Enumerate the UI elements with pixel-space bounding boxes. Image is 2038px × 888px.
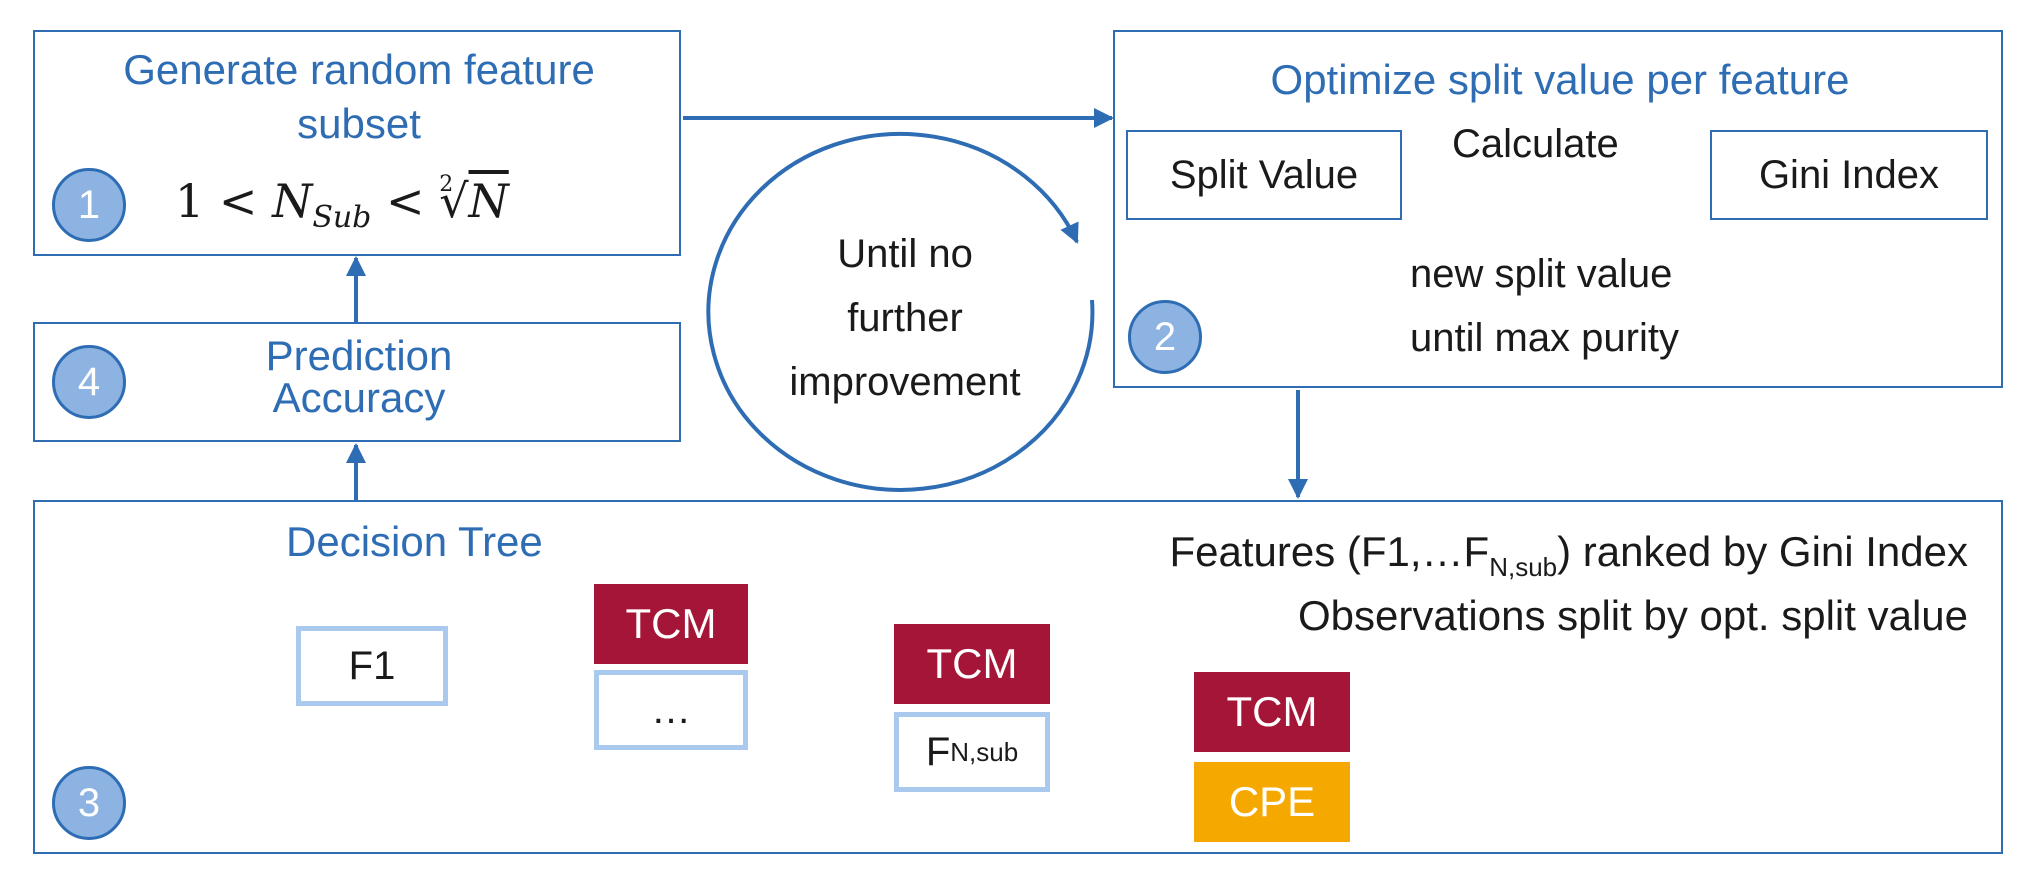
step1-title-line1: Generate random feature: [123, 46, 595, 93]
iteration-loop-arc: [706, 131, 1095, 492]
tree-leaf-tcm: TCM: [894, 624, 1050, 704]
formula-rad-var: N: [468, 174, 509, 228]
features-suffix: ) ranked by Gini Index: [1557, 528, 1968, 575]
calculate-label: Calculate: [1452, 122, 1619, 166]
formula-lhs: 1 <: [175, 174, 258, 228]
step1-badge: 1: [52, 168, 126, 242]
observations-text: Observations split by opt. split value: [1298, 592, 1968, 639]
step4-box: Prediction Accuracy: [33, 322, 681, 442]
formula-radical: √: [439, 174, 469, 228]
step2-title: Optimize split value per feature: [1270, 56, 1850, 103]
tree-leaf-cpe: CPE: [1194, 762, 1350, 842]
features-prefix: Features (F1,…F: [1169, 528, 1490, 575]
step1-title-line2: subset: [297, 100, 421, 147]
step3-badge: 3: [52, 766, 126, 840]
decision-tree-title: Decision Tree: [286, 518, 543, 565]
formula-root-index: 2: [439, 172, 454, 197]
formula-mid: <: [386, 174, 425, 228]
tree-node-ellipsis: …: [594, 670, 748, 750]
step4-badge: 4: [52, 345, 126, 419]
step4-line1: Prediction: [265, 332, 453, 379]
step4-line2: Accuracy: [272, 374, 446, 421]
fn-main: F: [925, 729, 951, 774]
step2-badge: 2: [1128, 300, 1202, 374]
tree-leaf-tcm: TCM: [594, 584, 748, 664]
step1-box: Generate random feature subset 1 < NSub …: [33, 30, 681, 256]
loop-line2: further: [847, 296, 963, 340]
features-ranked-text: Features (F1,…FN,sub) ranked by Gini Ind…: [1169, 528, 1968, 583]
loop-text: Until no further improvement: [740, 222, 1070, 414]
gini-index-box: Gini Index: [1710, 130, 1988, 220]
features-sub: N,sub: [1489, 552, 1558, 582]
formula-var: N: [272, 174, 313, 228]
loop-line3: improvement: [789, 360, 1021, 404]
formula-sub: Sub: [312, 200, 372, 236]
loop-line1: Until no: [837, 232, 973, 276]
tree-leaf-tcm: TCM: [1194, 672, 1350, 752]
step1-formula: 1 < NSub < 2√N: [175, 172, 509, 235]
fn-sub: N,sub: [950, 736, 1019, 767]
tree-node-f1: F1: [296, 626, 448, 706]
split-value-box: Split Value: [1126, 130, 1402, 220]
until-max-purity-label: until max purity: [1410, 316, 1679, 360]
new-split-value-label: new split value: [1410, 252, 1673, 296]
